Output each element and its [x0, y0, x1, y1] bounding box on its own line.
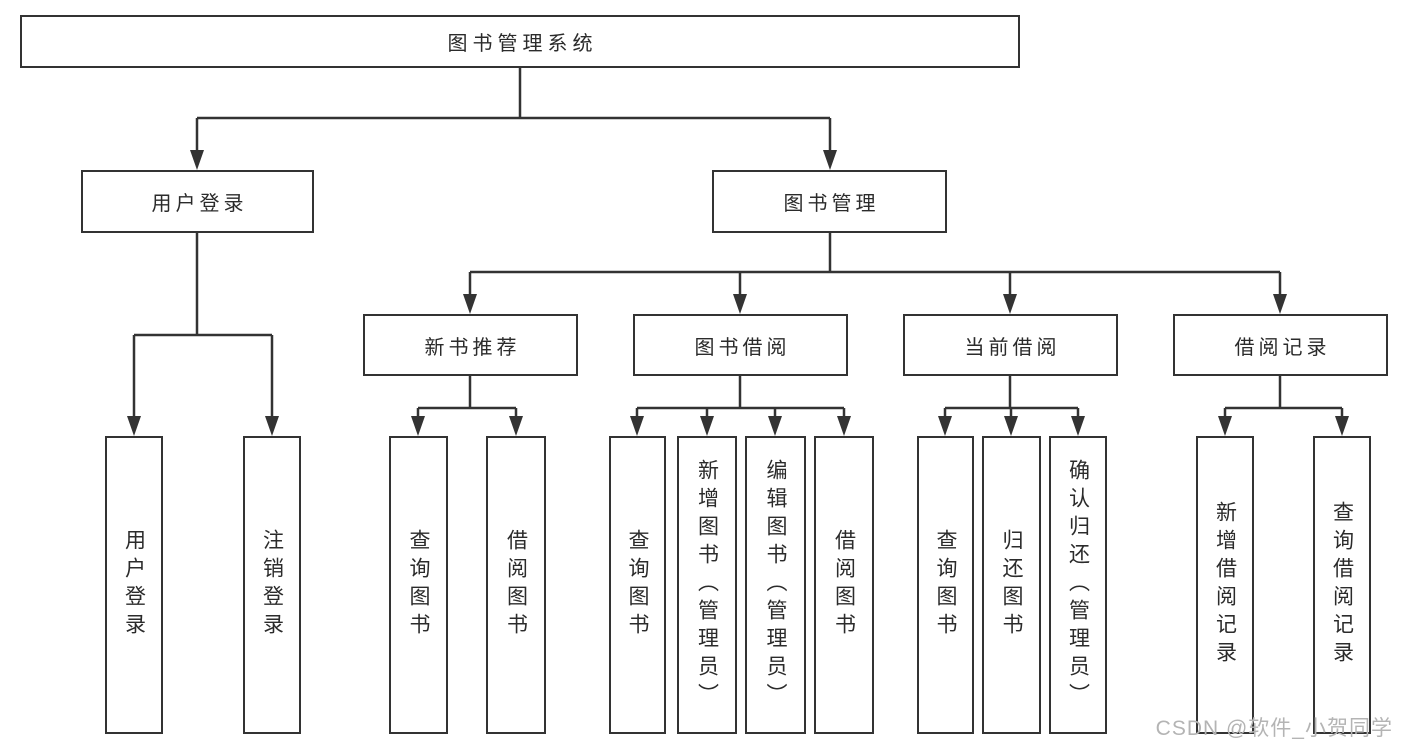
node-new-book-recommend: 新书推荐 — [363, 314, 578, 376]
node-library-management-system: 图书管理系统 — [20, 15, 1020, 68]
csdn-watermark: CSDN @软件_小贺同学 — [1155, 717, 1393, 740]
node-borrow-records: 借阅记录 — [1173, 314, 1388, 376]
leaf-return-book: 归还图书 — [982, 436, 1041, 734]
leaf-user-login: 用户登录 — [105, 436, 163, 734]
leaf-borrow-books-recommend: 借阅图书 — [486, 436, 546, 734]
node-book-borrow: 图书借阅 — [633, 314, 848, 376]
leaf-query-books-current: 查询图书 — [917, 436, 974, 734]
leaf-query-borrow-record: 查询借阅记录 — [1313, 436, 1371, 734]
node-user-login: 用户登录 — [81, 170, 314, 233]
leaf-logout: 注销登录 — [243, 436, 301, 734]
leaf-edit-book-admin: 编辑图书（管理员） — [745, 436, 806, 734]
leaf-confirm-return-admin: 确认归还（管理员） — [1049, 436, 1107, 734]
leaf-borrow-books: 借阅图书 — [814, 436, 874, 734]
leaf-query-books-borrow: 查询图书 — [609, 436, 666, 734]
node-book-management: 图书管理 — [712, 170, 947, 233]
leaf-add-book-admin: 新增图书（管理员） — [677, 436, 737, 734]
leaf-query-books-recommend: 查询图书 — [389, 436, 448, 734]
node-current-borrow: 当前借阅 — [903, 314, 1118, 376]
leaf-add-borrow-record: 新增借阅记录 — [1196, 436, 1254, 734]
